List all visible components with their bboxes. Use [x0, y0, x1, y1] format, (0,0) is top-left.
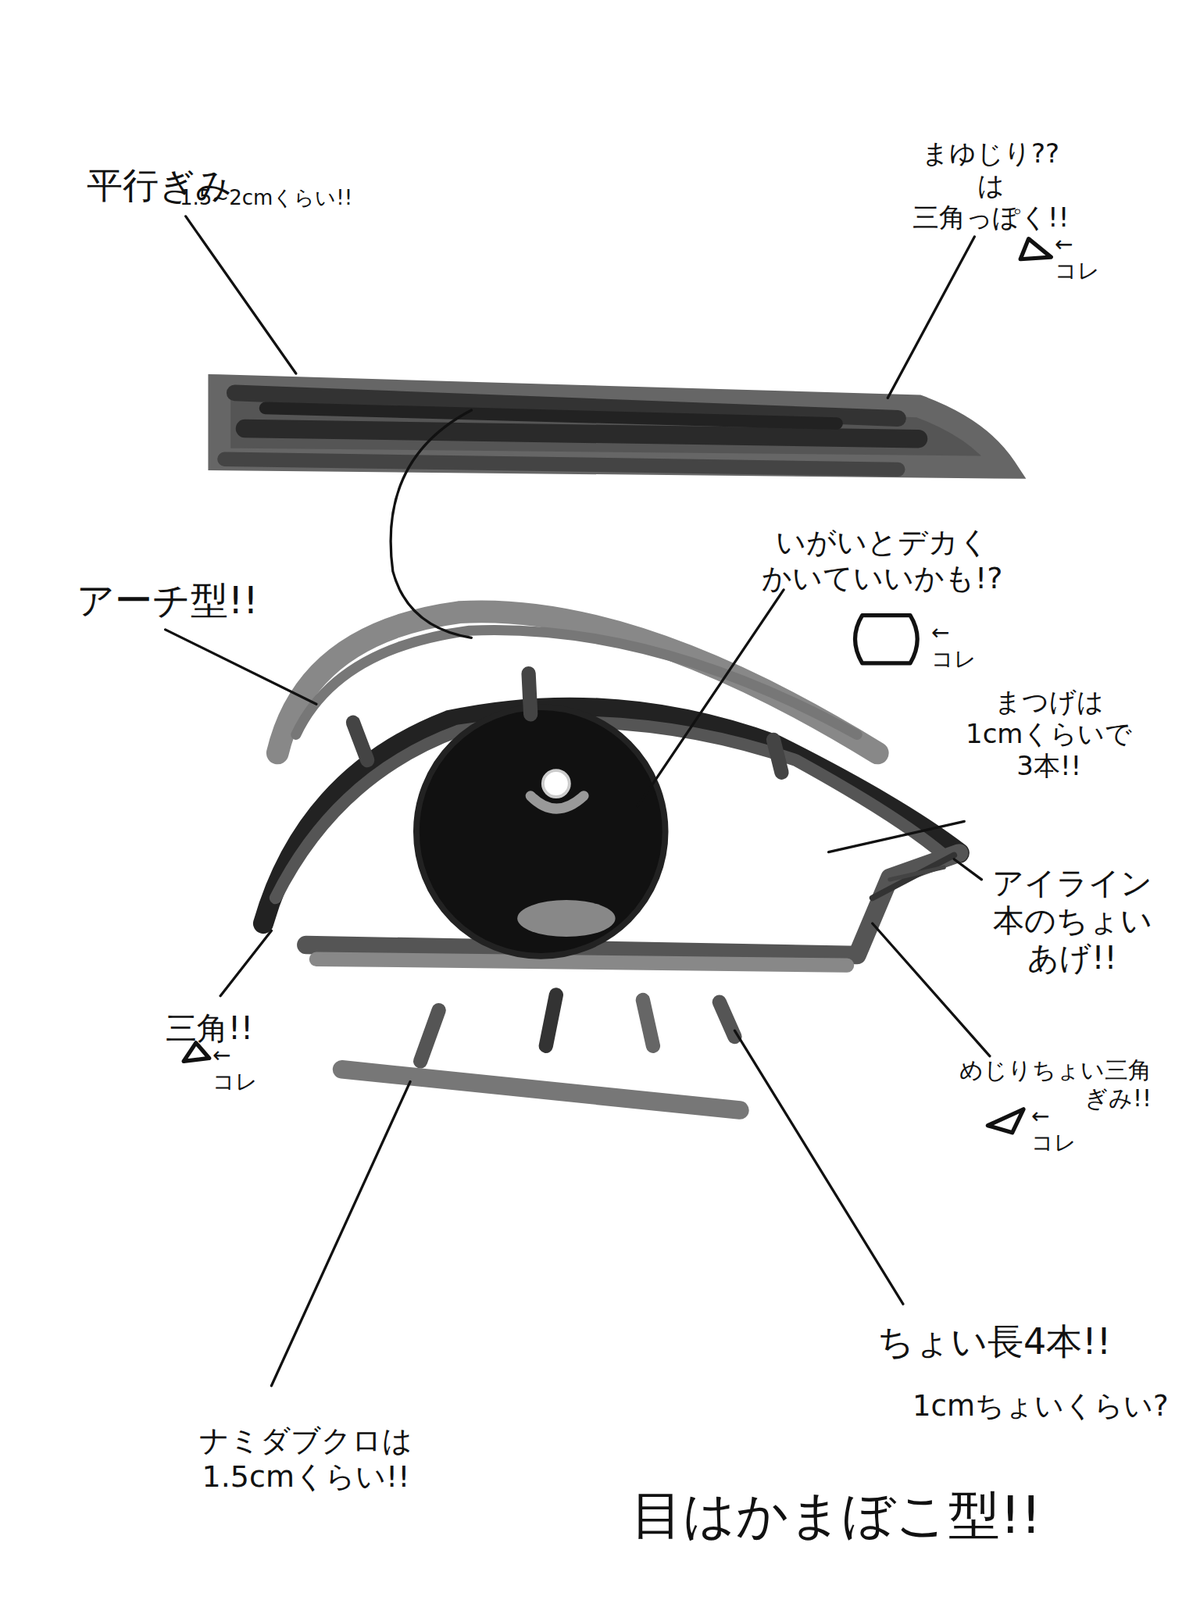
pointer-text: ←コレ — [1054, 231, 1100, 284]
shape-symbols — [183, 239, 1051, 1133]
leader-lines — [165, 216, 990, 1386]
note-text: いがいとデカく かいていいかも!? — [761, 525, 1003, 597]
title-note: 目はかまぼこ型!! — [631, 1484, 1042, 1547]
note-text: アイライン 本のちょい あげ!! — [992, 864, 1153, 977]
dimension-text: 1cmちょいくらい? — [912, 1389, 1169, 1424]
pointer-text: ←コレ — [1031, 1103, 1077, 1156]
pointer-text: ←コレ — [212, 1042, 258, 1095]
pointer-text: ←コレ — [931, 619, 977, 672]
note-text: まゆじり??は 三角っぽく!! — [912, 137, 1069, 233]
note-text: まつげは 1cmくらいで 3本!! — [965, 685, 1133, 782]
note-text: ナミダブクロは 1.5cmくらい!! — [199, 1423, 413, 1495]
note-text: めじりちょい三角 ぎみ!! — [959, 1056, 1152, 1113]
note-text: 三角!! — [165, 1009, 254, 1047]
eye — [263, 673, 960, 1111]
note-text: アーチ型!! — [76, 578, 258, 624]
dimension-text: 1.5~2cmくらい!! — [179, 185, 353, 211]
note-text: ちょい長4本!! — [877, 1320, 1111, 1364]
